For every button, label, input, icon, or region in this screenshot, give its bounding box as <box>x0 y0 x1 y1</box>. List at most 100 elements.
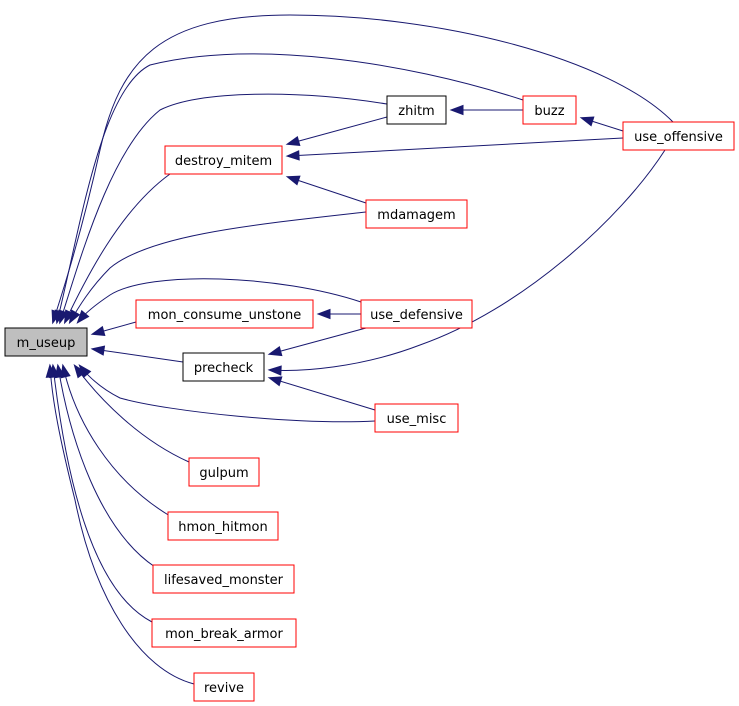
node-label: lifesaved_monster <box>164 573 284 588</box>
edge-line <box>59 93 388 323</box>
node-label: mon_break_armor <box>165 627 283 642</box>
edge-line <box>287 176 367 204</box>
edge-arrowhead <box>579 116 595 127</box>
node-use_offensive[interactable]: use_offensive <box>622 121 735 151</box>
node-mon_break_armor[interactable]: mon_break_armor <box>151 618 297 648</box>
node-use_misc[interactable]: use_misc <box>374 403 459 433</box>
node-label: precheck <box>194 361 254 376</box>
edge-use_defensive-to-m_useup <box>76 278 362 324</box>
node-box <box>182 352 265 382</box>
node-box <box>386 95 447 125</box>
edge-arrowhead <box>316 308 331 320</box>
node-box <box>152 564 295 594</box>
edge-buzz-to-zhitm <box>449 104 523 116</box>
edge-use_offensive-to-precheck <box>267 149 666 376</box>
node-box <box>522 95 577 125</box>
edge-zhitm-to-m_useup <box>58 93 388 325</box>
nodes-layer: m_useup destroy_mitem zhitm buzz use_off… <box>4 95 735 702</box>
node-zhitm[interactable]: zhitm <box>386 95 447 125</box>
edge-mdamagem-to-m_useup <box>68 211 367 325</box>
node-label: mdamagem <box>377 208 455 223</box>
edge-use_offensive-to-buzz <box>579 116 624 132</box>
node-hmon_hitmon[interactable]: hmon_hitmon <box>167 511 279 541</box>
edge-line <box>52 365 153 623</box>
edge-line <box>287 137 624 157</box>
edge-arrowhead <box>76 309 90 324</box>
edge-mon_consume_unstone-to-m_useup <box>90 321 137 336</box>
edge-line <box>52 14 674 323</box>
node-box <box>135 299 314 329</box>
edge-arrowhead <box>449 104 464 116</box>
edge-arrowhead <box>68 309 81 325</box>
node-use_defensive[interactable]: use_defensive <box>360 299 473 329</box>
edge-use_offensive-to-destroy_mitem <box>285 137 624 161</box>
edge-line <box>269 149 666 371</box>
node-label: gulpum <box>199 466 248 481</box>
node-label: buzz <box>534 104 564 119</box>
edge-arrowhead <box>267 345 283 357</box>
edge-line <box>74 365 190 463</box>
node-label: revive <box>204 681 244 696</box>
edge-zhitm-to-destroy_mitem <box>285 116 388 146</box>
node-box <box>188 457 260 487</box>
edge-line <box>287 116 388 145</box>
edge-precheck-to-m_useup <box>90 345 184 363</box>
node-box <box>151 618 297 648</box>
edge-mdamagem-to-destroy_mitem <box>285 175 367 204</box>
edge-arrowhead <box>73 364 87 379</box>
edge-line <box>92 348 184 363</box>
edge-line <box>269 327 367 355</box>
node-m_useup[interactable]: m_useup <box>4 327 88 357</box>
node-buzz[interactable]: buzz <box>522 95 577 125</box>
edge-arrowhead <box>285 150 300 161</box>
node-label: use_defensive <box>370 308 463 323</box>
edge-line <box>62 365 171 517</box>
edge-arrowhead <box>267 376 283 387</box>
node-revive[interactable]: revive <box>193 672 255 702</box>
node-box <box>4 327 88 357</box>
node-label: mon_consume_unstone <box>148 308 301 323</box>
edge-lifesaved_monster-to-m_useup <box>54 363 156 568</box>
edge-gulpum-to-m_useup <box>73 364 190 463</box>
node-label: use_offensive <box>634 130 723 145</box>
edges-layer <box>45 14 674 685</box>
edge-use_defensive-to-mon_consume_unstone <box>316 308 361 320</box>
node-box <box>164 145 283 175</box>
node-label: hmon_hitmon <box>178 520 267 535</box>
edge-arrowhead <box>267 365 282 376</box>
edge-line <box>269 377 376 411</box>
node-label: use_misc <box>387 412 447 427</box>
node-mon_consume_unstone[interactable]: mon_consume_unstone <box>135 299 314 329</box>
node-box <box>374 403 459 433</box>
edge-line <box>56 53 524 323</box>
node-label: destroy_mitem <box>175 154 272 169</box>
edge-line <box>64 173 171 323</box>
node-box <box>193 672 255 702</box>
edge-arrowhead <box>285 175 301 186</box>
edge-hmon_hitmon-to-m_useup <box>60 363 171 517</box>
node-gulpum[interactable]: gulpum <box>188 457 260 487</box>
edge-use_offensive-to-m_useup <box>51 14 674 325</box>
edge-arrowhead <box>90 345 106 356</box>
node-box <box>622 121 735 151</box>
node-box <box>360 299 473 329</box>
edge-line <box>77 278 362 323</box>
edge-line <box>69 211 367 323</box>
edge-line <box>57 365 156 568</box>
edge-line <box>79 365 376 423</box>
edge-use_defensive-to-precheck <box>267 327 367 357</box>
node-box <box>365 199 468 229</box>
node-label: m_useup <box>17 336 76 351</box>
node-lifesaved_monster[interactable]: lifesaved_monster <box>152 564 295 594</box>
edge-revive-to-m_useup <box>45 363 195 685</box>
edge-arrowhead <box>285 135 301 146</box>
node-precheck[interactable]: precheck <box>182 352 265 382</box>
edge-line <box>49 365 195 685</box>
node-label: zhitm <box>398 104 434 119</box>
edge-arrowhead <box>90 325 106 336</box>
edge-arrowhead <box>45 363 56 378</box>
node-mdamagem[interactable]: mdamagem <box>365 199 468 229</box>
node-destroy_mitem[interactable]: destroy_mitem <box>164 145 283 175</box>
node-box <box>167 511 279 541</box>
